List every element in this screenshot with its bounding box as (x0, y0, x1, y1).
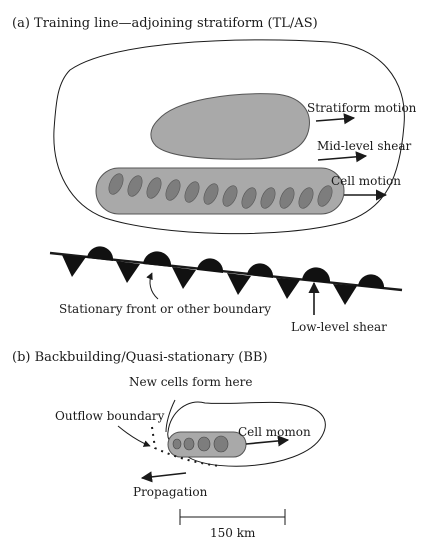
low-level-shear-label: Low-level shear (291, 320, 387, 334)
new-cells-label: New cells form here (129, 375, 252, 389)
cell (127, 175, 143, 197)
outflow-boundary-label: Outflow boundary (55, 409, 165, 423)
bb-cell-motion-arrow (245, 435, 290, 447)
cell (260, 187, 276, 209)
cell (108, 173, 124, 195)
stratiform-region (150, 93, 310, 160)
new-cells-callout (165, 399, 176, 433)
front-triangle (227, 273, 251, 295)
front-semicircle (302, 267, 331, 283)
backbuilding-cells (172, 435, 229, 453)
scale-bar (179, 509, 286, 525)
cell (203, 183, 219, 205)
cell (279, 187, 295, 209)
front-semicircle (247, 263, 274, 278)
front-semicircle (197, 258, 224, 273)
cell (317, 185, 333, 207)
front-triangle (276, 278, 300, 299)
front-semicircle (87, 246, 114, 261)
cell (165, 179, 181, 201)
cell (184, 181, 200, 203)
stratiform-motion-arrow (315, 113, 356, 125)
front-triangle (62, 255, 86, 277)
cell (197, 436, 211, 452)
cell (222, 185, 238, 207)
panel-a-title: (a) Training line—adjoining stratiform (… (12, 16, 318, 31)
convective-cells (108, 173, 333, 209)
front-callout-arrow (146, 272, 159, 300)
stratiform-motion-label: Stratiform motion (307, 101, 417, 115)
mid-level-shear-label: Mid-level shear (317, 139, 411, 153)
front-semicircle (358, 274, 385, 289)
propagation-label: Propagation (133, 485, 208, 499)
cell-motion-label: Cell motion (331, 174, 401, 188)
bb-cell-motion-label: Cell momon (238, 425, 311, 439)
mid-level-shear-arrow (317, 151, 368, 163)
cell (298, 187, 314, 209)
front-triangle (116, 261, 140, 283)
outflow-boundary (151, 426, 221, 467)
outflow-callout-arrow (117, 425, 151, 447)
cell (241, 187, 257, 209)
stationary-front-label: Stationary front or other boundary (59, 302, 271, 316)
cell (213, 435, 229, 453)
front-triangle (172, 267, 196, 289)
scale-label: 150 km (210, 526, 256, 540)
stationary-front (49, 246, 403, 305)
panel-a-cloud-outline (53, 39, 405, 235)
panel-b-title: (b) Backbuilding/Quasi-stationary (BB) (12, 350, 268, 365)
front-triangle (333, 284, 357, 305)
front-semicircle (143, 251, 172, 267)
propagation-arrow (140, 471, 187, 483)
cell (172, 438, 182, 450)
cell (183, 437, 195, 451)
cell (146, 177, 162, 199)
